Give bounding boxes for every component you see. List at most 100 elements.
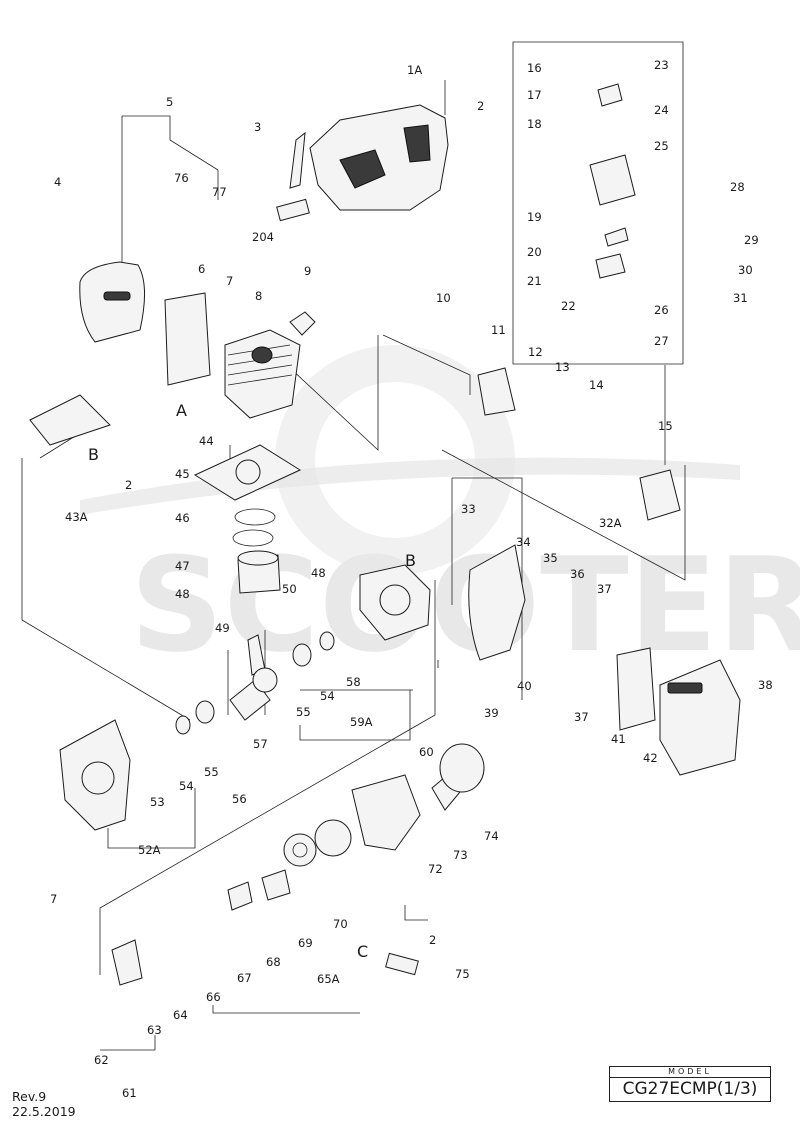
part-number: 12 <box>528 345 543 359</box>
part-number: 68 <box>266 955 281 969</box>
part-number: 19 <box>527 210 542 224</box>
part-number: 55 <box>296 705 311 719</box>
part-number: 28 <box>730 180 745 194</box>
spark-plug <box>289 311 316 336</box>
part-number: 29 <box>744 233 759 247</box>
part-number: 63 <box>147 1023 162 1037</box>
revision-date: 22.5.2019 <box>12 1104 76 1119</box>
carburetor-detail-frame <box>512 41 684 365</box>
watermark-text: SCOOTER <box>130 529 800 681</box>
part-number: 27 <box>654 334 669 348</box>
muffler <box>79 261 146 343</box>
part-number: 49 <box>215 621 230 635</box>
part-callouts: 1A 2 3 204 4 5 76 77 6 7 8 9 10 11 12 13… <box>50 58 773 1100</box>
part-number: 47 <box>175 559 190 573</box>
part-number: 67 <box>237 971 252 985</box>
part-number: 21 <box>527 274 542 288</box>
part-number: 62 <box>94 1053 109 1067</box>
part-number: 32A <box>599 516 622 530</box>
part-number: 77 <box>212 185 227 199</box>
part-number: 72 <box>428 862 443 876</box>
part-number: 75 <box>455 967 470 981</box>
part-number: 42 <box>643 751 658 765</box>
part-number: 7 <box>50 892 57 906</box>
revision-info: Rev.9 22.5.2019 <box>12 1089 76 1119</box>
part-number: 41 <box>611 732 626 746</box>
part-number: 44 <box>199 434 214 448</box>
part-number: 2 <box>477 99 484 113</box>
model-caption: MODEL <box>610 1067 770 1078</box>
part-number: 204 <box>252 230 274 244</box>
part-number: 3 <box>254 120 261 134</box>
part-number: 5 <box>166 95 173 109</box>
part-number: 6 <box>198 262 205 276</box>
part-number: 48 <box>311 566 326 580</box>
section-letter: A <box>176 401 187 420</box>
model-name: CG27ECMP(1/3) <box>622 1079 758 1099</box>
watermark-logo: SCOOTER <box>80 345 800 681</box>
part-number: 57 <box>253 737 268 751</box>
part-number: 69 <box>298 936 313 950</box>
part-number: 14 <box>589 378 604 392</box>
part-number: 48 <box>175 587 190 601</box>
part-number: 15 <box>658 419 673 433</box>
part-number: 76 <box>174 171 189 185</box>
part-number: 65A <box>317 972 340 986</box>
part-number: 35 <box>543 551 558 565</box>
part-number: 8 <box>255 289 262 303</box>
piston-rings <box>232 508 276 547</box>
part-number: 33 <box>461 502 476 516</box>
section-letter: B <box>88 445 99 464</box>
piston <box>237 550 281 594</box>
part-number: 60 <box>419 745 434 759</box>
part-number: 70 <box>333 917 348 931</box>
part-number: 61 <box>122 1086 137 1100</box>
cylinder-gasket <box>193 444 302 501</box>
part-number: 64 <box>173 1008 188 1022</box>
crankcase-right <box>359 564 431 641</box>
part-number: 30 <box>738 263 753 277</box>
part-number: 74 <box>484 829 499 843</box>
part-number: 1A <box>407 63 422 77</box>
engine-cover <box>276 104 449 222</box>
part-number: 58 <box>346 675 361 689</box>
part-number: 66 <box>206 990 221 1004</box>
part-number: 54 <box>320 689 335 703</box>
part-number: 56 <box>232 792 247 806</box>
part-number: 2 <box>125 478 132 492</box>
part-number: 36 <box>570 567 585 581</box>
part-number: 46 <box>175 511 190 525</box>
bearings <box>175 631 335 735</box>
part-number: 39 <box>484 706 499 720</box>
insulator <box>477 367 516 416</box>
crankshaft <box>229 634 278 721</box>
section-letter: B <box>405 551 416 570</box>
cylinder <box>224 329 301 419</box>
part-number: 52A <box>138 843 161 857</box>
fuel-tank-plate <box>29 394 111 446</box>
part-number: 17 <box>527 88 542 102</box>
part-number: 31 <box>733 291 748 305</box>
part-number: 11 <box>491 323 506 337</box>
model-box: MODEL CG27ECMP(1/3) <box>609 1066 771 1102</box>
crankcase-left <box>59 719 131 831</box>
part-number: 9 <box>304 264 311 278</box>
part-number: 22 <box>561 299 576 313</box>
part-number: 25 <box>654 139 669 153</box>
part-number: 53 <box>150 795 165 809</box>
section-letter: C <box>357 942 368 961</box>
part-number: 59A <box>350 715 373 729</box>
part-number: 16 <box>527 61 542 75</box>
recoil-starter <box>111 743 485 986</box>
part-number: 18 <box>527 117 542 131</box>
part-number: 20 <box>527 245 542 259</box>
part-number: 54 <box>179 779 194 793</box>
part-number: 43A <box>65 510 88 524</box>
part-number: 10 <box>436 291 451 305</box>
revision-number: Rev.9 <box>12 1089 47 1104</box>
part-number: 38 <box>758 678 773 692</box>
part-number: 4 <box>54 175 61 189</box>
part-number: 34 <box>516 535 531 549</box>
part-number: 23 <box>654 58 669 72</box>
